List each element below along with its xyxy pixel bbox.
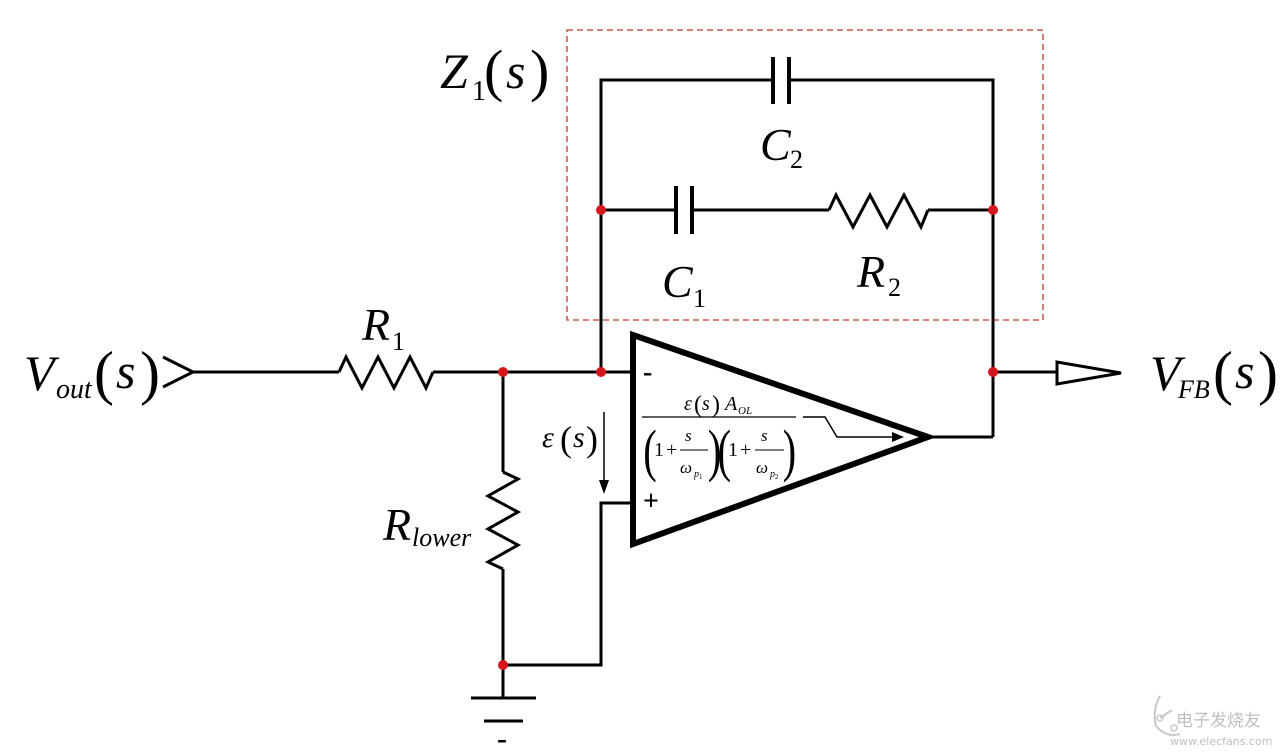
c1-sub: 1: [693, 284, 706, 313]
ground-minus: -: [497, 722, 507, 753]
tf-den1-plus: +: [666, 439, 677, 461]
tf-den1-num: s: [685, 426, 692, 445]
r2-label: R 2: [856, 246, 901, 302]
z1-label: Z 1 ( s ): [440, 38, 549, 107]
tf-den2-num: s: [761, 426, 768, 445]
vout-open-paren: (: [94, 340, 114, 406]
vout-close-paren: ): [140, 340, 160, 406]
error-open-paren: (: [560, 419, 572, 459]
c1-label: C 1: [662, 256, 706, 313]
tf-den1-one: 1: [654, 439, 664, 461]
vout-main: V: [24, 345, 60, 401]
r1-main: R: [361, 299, 390, 350]
tf-den2-den-sub2: 2: [775, 473, 779, 481]
tf-den2-plus: +: [740, 439, 751, 461]
z1-arg: s: [506, 43, 525, 99]
c2-sub: 2: [790, 145, 803, 174]
z1-close-paren: ): [530, 38, 549, 103]
error-voltage-arrow: [599, 412, 609, 494]
tf-eps: ε: [684, 393, 692, 415]
vfb-output-arrow: [1055, 360, 1122, 386]
tf-gain-sub: OL: [738, 405, 752, 417]
tf-den2-one: 1: [728, 439, 738, 461]
error-arg: s: [573, 421, 585, 454]
tf-den1-open-paren: (: [643, 418, 657, 483]
vfb-main: V: [1150, 345, 1186, 401]
ground-icon: -: [471, 696, 536, 753]
node-dot: [596, 205, 606, 215]
vfb-open-paren: (: [1213, 340, 1233, 406]
node-dot: [988, 367, 998, 377]
tf-den2-open-paren: (: [717, 418, 731, 483]
op-amp: [630, 330, 937, 549]
vfb-arg: s: [1235, 343, 1254, 399]
tf-pointer-arrow: [803, 416, 904, 442]
noninverting-input-sign: +: [643, 486, 659, 517]
tf-gain: A: [723, 393, 738, 415]
z1-open-paren: (: [484, 38, 503, 103]
tf-den2-close-paren: ): [783, 418, 797, 483]
tf-arg: s: [702, 393, 710, 415]
inverting-input-sign: -: [643, 357, 652, 388]
tf-den1-den-sub: p: [693, 469, 699, 480]
watermark-url: www.elecfans.com: [1170, 735, 1272, 748]
rlower-main: R: [382, 499, 411, 550]
vout-arg: s: [116, 343, 135, 399]
tf-den2-den: ω: [756, 458, 768, 477]
c1-r2-branch: [601, 186, 993, 234]
r1-sub: 1: [392, 327, 405, 356]
tf-den2-den-sub: p: [769, 469, 775, 480]
c2-main: C: [760, 119, 792, 170]
c2-label: C 2: [760, 119, 803, 174]
c2-branch: [599, 57, 995, 437]
node-dot: [498, 367, 508, 377]
transfer-function: ε ( s ) A OL ( 1 + s ω p 1 ) ( 1 + s ω p…: [642, 392, 796, 483]
r2-main: R: [856, 246, 885, 297]
node-dot: [596, 367, 606, 377]
r1-resistor: [337, 353, 435, 392]
r2-resistor: [827, 191, 930, 231]
z1-main: Z: [440, 43, 469, 99]
error-main: ε: [542, 421, 554, 454]
r1-label: R 1: [361, 299, 405, 356]
tf-den1-close-paren: ): [708, 418, 722, 483]
rlower-sub: lower: [412, 523, 472, 552]
node-dot: [498, 660, 508, 670]
error-close-paren: ): [586, 419, 598, 459]
tf-num-open-paren: (: [694, 392, 702, 418]
tf-den1-den-sub2: 1: [699, 473, 703, 481]
vfb-sub: FB: [1177, 375, 1210, 404]
watermark: 电子发烧友 www.elecfans.com: [1153, 695, 1272, 748]
z1-sub: 1: [472, 76, 486, 107]
tf-num-close-paren: ): [712, 392, 720, 418]
c1-main: C: [662, 256, 694, 307]
tf-den1-den: ω: [680, 458, 692, 477]
vfb-label: V FB ( s ): [1150, 340, 1278, 406]
vout-sub: out: [56, 374, 93, 405]
vout-label: V out ( s ): [24, 340, 160, 406]
watermark-cn: 电子发烧友: [1176, 711, 1261, 731]
vfb-close-paren: ): [1258, 340, 1278, 406]
r2-sub: 2: [888, 273, 901, 302]
rlower-resistor: [484, 470, 522, 571]
vout-input-arrow: [162, 355, 197, 389]
rlower-label: R lower: [382, 499, 472, 552]
node-dot: [988, 205, 998, 215]
z1-impedance-box: [566, 29, 1044, 321]
error-label: ε ( s ): [542, 419, 598, 459]
